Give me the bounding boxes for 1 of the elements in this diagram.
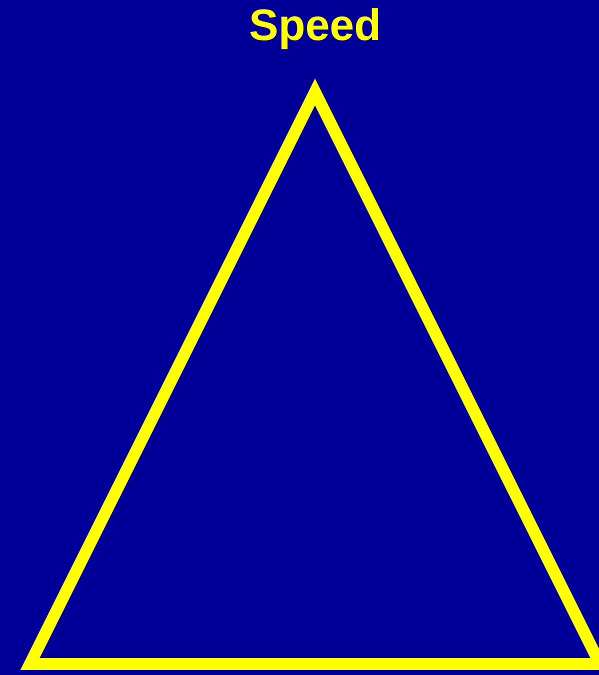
heading: Speed bbox=[248, 1, 382, 50]
